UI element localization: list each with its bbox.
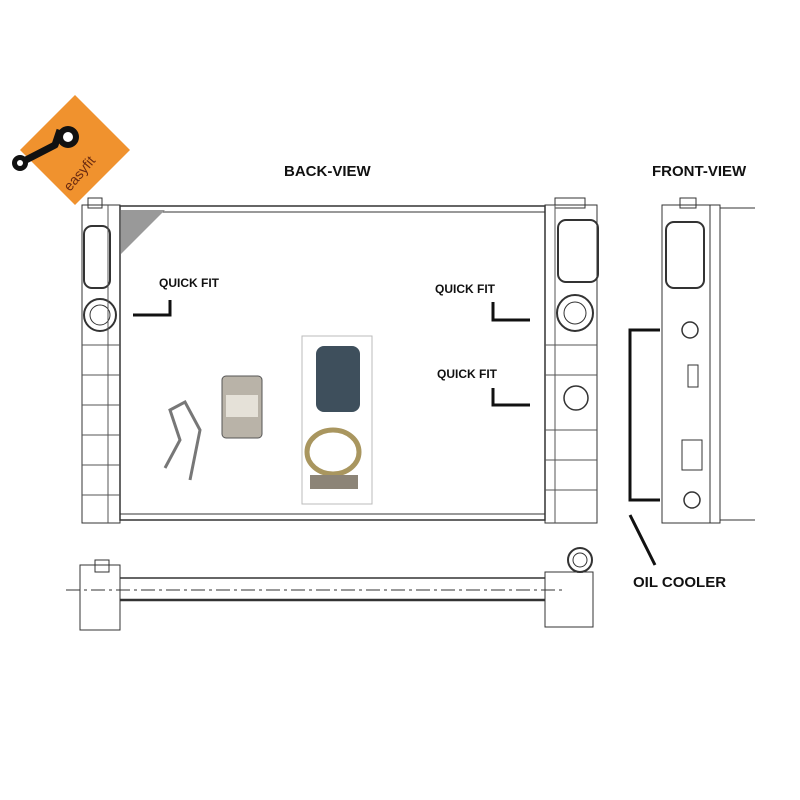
logo-diamond [20,95,130,205]
wrench-icon [12,126,79,171]
clip-photo [163,399,202,481]
oil-cooler-label: OIL COOLER [633,574,727,591]
front-view-title: FRONT-VIEW [652,163,747,180]
front-view-radiator [661,197,755,524]
quick-fit-label-right-top: QUICK FIT [435,282,495,296]
hose-and-clamp-photo [301,335,373,505]
bottom-view-radiator [66,547,594,631]
back-view-radiator [81,197,599,524]
quick-fit-label-left: QUICK FIT [159,276,219,290]
quick-fit-label-right-bottom: QUICK FIT [437,367,497,381]
easyfit-logo: easyfit [12,95,130,205]
sleeve-photo [221,375,263,439]
back-view-title: BACK-VIEW [284,163,371,180]
callout-lines [133,300,660,566]
